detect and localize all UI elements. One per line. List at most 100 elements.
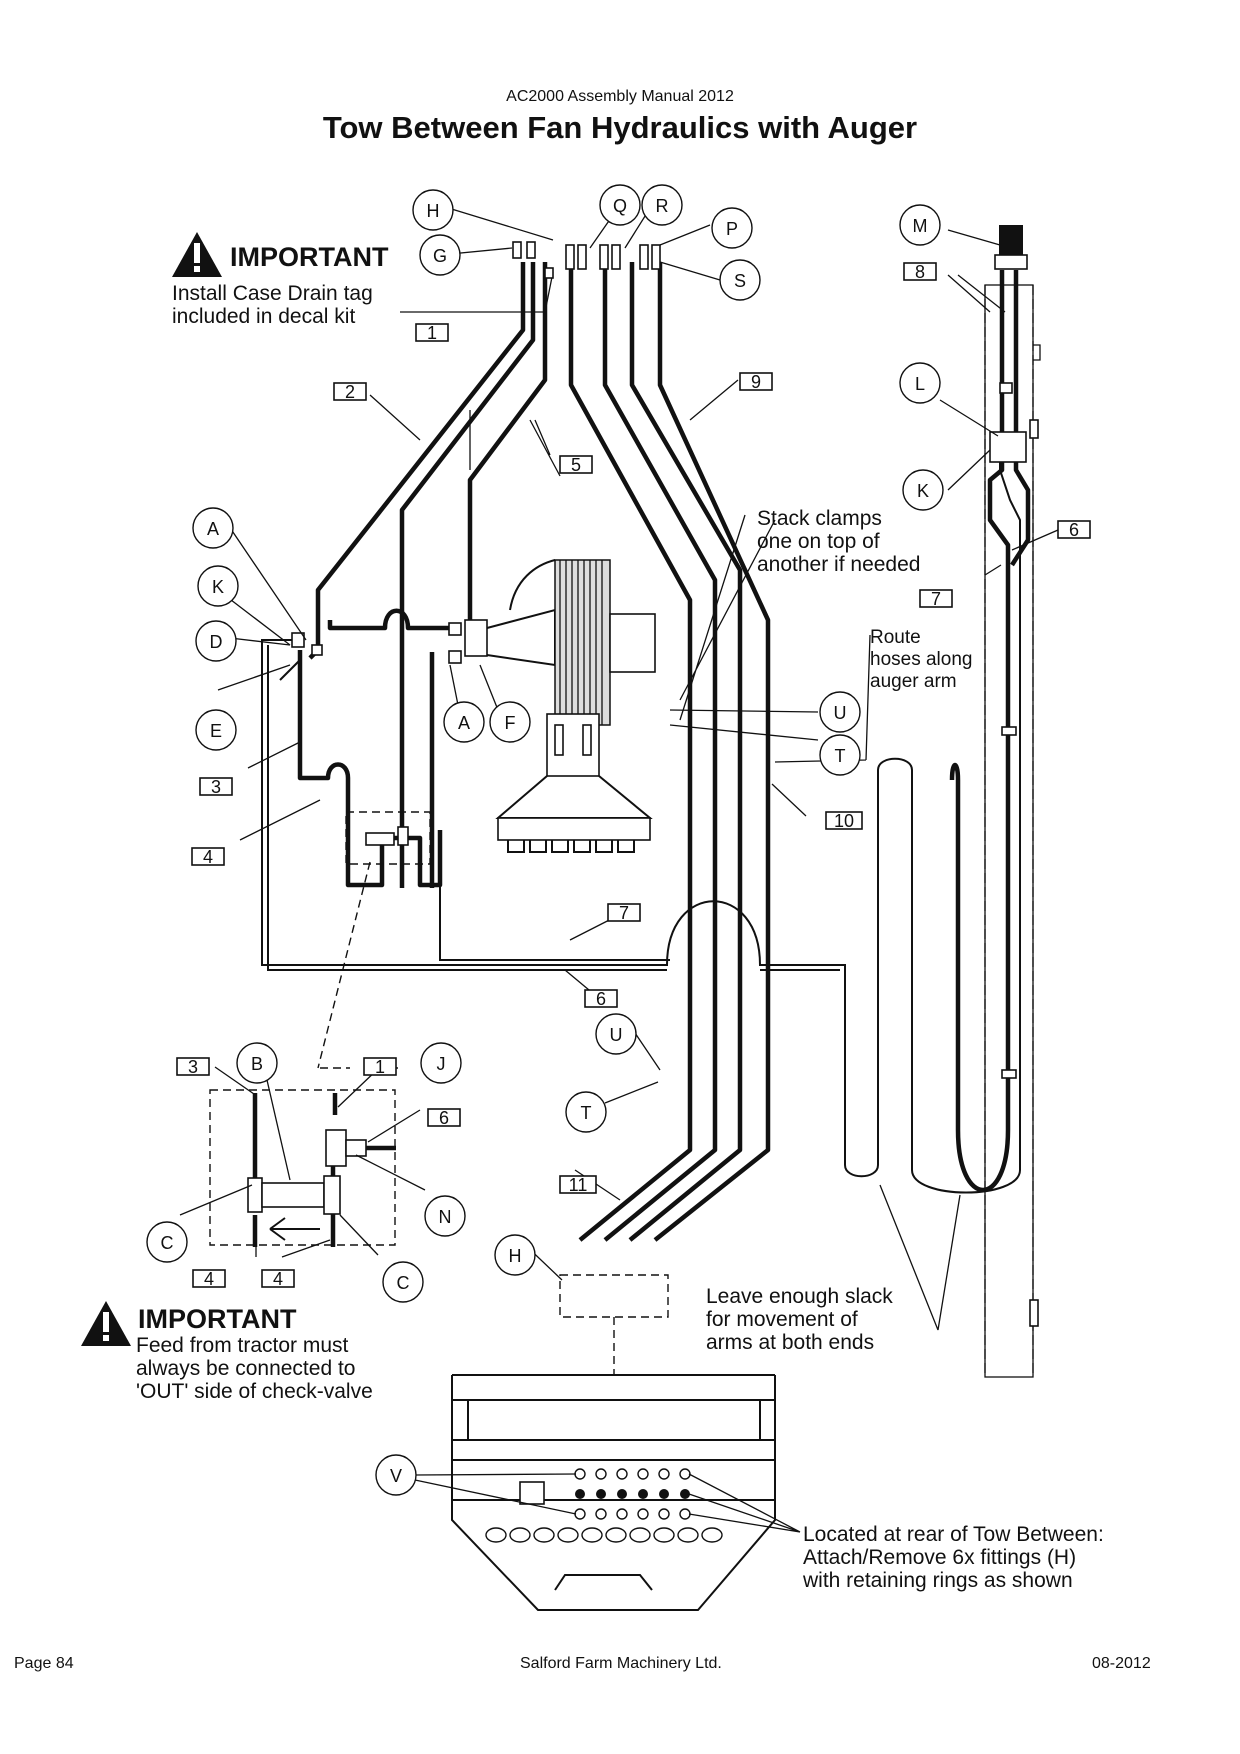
svg-text:4: 4 [203, 847, 213, 867]
letter-callout-T-bottom: T [565, 1091, 607, 1133]
svg-text:6: 6 [596, 989, 606, 1009]
route-hoses-note: Route hoses along auger arm [870, 627, 972, 692]
company-name: Salford Farm Machinery Ltd. [520, 1655, 722, 1672]
svg-text:Located at rear of Tow Between: Located at rear of Tow Between: [803, 1523, 1104, 1546]
drain-holes [485, 1527, 723, 1543]
svg-text:U: U [610, 1025, 623, 1045]
letter-callout-H-top: H [412, 189, 454, 231]
letter-callout-R: R [641, 184, 683, 226]
left-circuit [261, 440, 1021, 1194]
letter-callout-L-right: K [902, 469, 944, 511]
part-callout-6: 6 [1057, 520, 1091, 540]
svg-text:Attach/Remove 6x fittings (H): Attach/Remove 6x fittings (H) [803, 1546, 1076, 1569]
case-drain-line-1: Install Case Drain tag [172, 282, 373, 305]
letter-callout-S: S [719, 259, 761, 301]
letter-callout-F: F [489, 701, 531, 743]
svg-text:4: 4 [273, 1269, 283, 1289]
svg-text:4: 4 [204, 1269, 214, 1289]
svg-text:10: 10 [834, 811, 854, 831]
letter-callout-V: V [375, 1454, 417, 1496]
rear-fittings-detail [414, 1274, 801, 1611]
stack-clamps-note: Stack clamps one on top of another if ne… [757, 507, 920, 576]
letter-callout-A-left: A [192, 507, 234, 549]
svg-text:1: 1 [427, 323, 437, 343]
part-number-callouts: 1 2 5 9 8 6 7 3 4 10 7 6 11 3 1 6 4 4 [176, 262, 1091, 1289]
part-callout-5: 5 [559, 455, 593, 475]
part-callout-3: 3 [199, 777, 233, 797]
svg-text:2: 2 [345, 382, 355, 402]
svg-text:Q: Q [613, 196, 627, 216]
svg-text:H: H [427, 201, 440, 221]
svg-text:8: 8 [915, 262, 925, 282]
svg-text:D: D [210, 632, 223, 652]
important-feed-note: IMPORTANT Feed from tractor must always … [81, 1301, 373, 1403]
page-title: Tow Between Fan Hydraulics with Auger [322, 110, 918, 145]
svg-text:hoses along: hoses along [870, 649, 972, 670]
svg-text:F: F [505, 713, 516, 733]
svg-text:1: 1 [375, 1057, 385, 1077]
part-callout-4b: 4 [192, 1269, 226, 1289]
svg-text:J: J [437, 1054, 446, 1074]
important-heading-2: IMPORTANT [138, 1304, 297, 1334]
letter-callout-A-fan: A [443, 701, 485, 743]
case-drain-line-2: included in decal kit [172, 305, 355, 328]
svg-text:N: N [439, 1207, 452, 1227]
svg-text:K: K [212, 577, 224, 597]
svg-text:11: 11 [569, 1175, 588, 1195]
svg-text:Leave enough slack: Leave enough slack [706, 1285, 893, 1308]
letter-callout-M: L [899, 362, 941, 404]
svg-text:M: M [913, 216, 928, 236]
svg-text:for movement of: for movement of [706, 1308, 858, 1331]
letter-callout-D: D [195, 620, 237, 662]
svg-text:V: V [390, 1466, 402, 1486]
svg-text:T: T [835, 746, 846, 766]
manual-title: AC2000 Assembly Manual 2012 [506, 88, 734, 105]
svg-text:always be connected to: always be connected to [136, 1357, 355, 1380]
letter-callout-J: J [420, 1042, 462, 1084]
letter-callout-N: M [899, 204, 941, 246]
svg-text:3: 3 [211, 777, 221, 797]
important-heading-1: IMPORTANT [230, 242, 389, 272]
svg-text:'OUT' side of check-valve: 'OUT' side of check-valve [136, 1380, 373, 1403]
auger-arm [949, 225, 1041, 1378]
leave-slack-note: Leave enough slack for movement of arms … [706, 1285, 893, 1354]
svg-text:C: C [161, 1233, 174, 1253]
part-callout-7b: 7 [607, 903, 641, 923]
svg-text:auger arm: auger arm [870, 671, 957, 692]
svg-text:9: 9 [751, 372, 761, 392]
letter-callout-T-top: T [819, 734, 861, 776]
part-callout-11: 11 [559, 1175, 597, 1195]
page-number: Page 84 [14, 1655, 74, 1672]
svg-text:B: B [251, 1054, 263, 1074]
svg-text:arms at both ends: arms at both ends [706, 1331, 874, 1354]
svg-text:one on top of: one on top of [757, 530, 880, 553]
port-circles [574, 1468, 691, 1520]
svg-text:6: 6 [1069, 520, 1079, 540]
fan-assembly [448, 410, 656, 853]
svg-text:6: 6 [439, 1108, 449, 1128]
letter-callout-H-bottom: H [494, 1234, 536, 1276]
warning-icon [81, 1301, 131, 1346]
svg-text:with retaining rings as shown: with retaining rings as shown [802, 1569, 1073, 1592]
part-callout-10: 10 [825, 811, 863, 831]
letter-callout-K: N [424, 1195, 466, 1237]
check-valve-icon [365, 826, 409, 846]
letter-callouts: H G Q R P S M L K A K D E A F U T U T H … [146, 184, 944, 1496]
svg-text:G: G [433, 246, 447, 266]
letter-callout-E: E [195, 709, 237, 751]
part-callout-4: 4 [191, 847, 225, 867]
letter-callout-P: P [711, 207, 753, 249]
auger-motor-icon [994, 225, 1028, 270]
part-callout-8: 8 [903, 262, 937, 282]
important-case-drain-note: IMPORTANT Install Case Drain tag include… [172, 232, 554, 328]
svg-text:A: A [207, 519, 219, 539]
svg-text:7: 7 [619, 903, 629, 923]
letter-callout-G: G [419, 234, 461, 276]
svg-text:Stack clamps: Stack clamps [757, 507, 882, 530]
svg-text:K: K [917, 481, 929, 501]
svg-text:7: 7 [931, 589, 941, 609]
svg-text:U: U [834, 703, 847, 723]
svg-text:5: 5 [571, 455, 581, 475]
revision-date: 08-2012 [1092, 1655, 1151, 1672]
